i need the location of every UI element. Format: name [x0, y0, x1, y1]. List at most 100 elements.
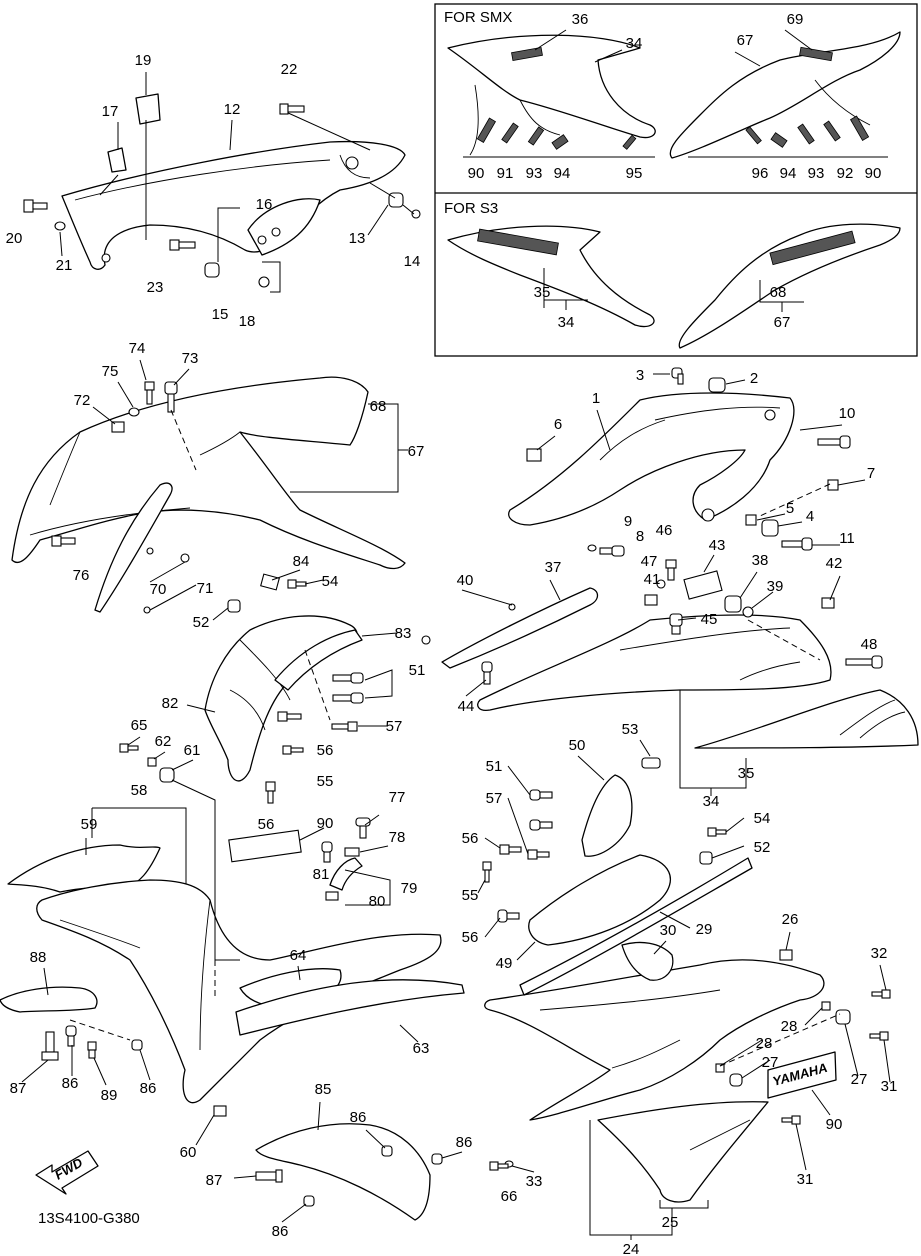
- part-callout-55: 55: [462, 887, 479, 904]
- clip-53: [641, 757, 661, 769]
- part-callout-14: 14: [404, 253, 421, 270]
- part-callout-67: 67: [737, 32, 754, 49]
- part-callout-30: 30: [660, 922, 677, 939]
- bolt-51: [332, 672, 364, 684]
- part-callout-26: 26: [782, 911, 799, 928]
- part-callout-57: 57: [386, 718, 403, 735]
- collar-39: [742, 606, 754, 618]
- smx-left-cover: [447, 34, 656, 139]
- screw-55: [282, 745, 304, 755]
- grommet-15: [204, 262, 220, 278]
- part-callout-16: 16: [256, 196, 273, 213]
- part-callout-22: 22: [281, 61, 298, 78]
- part-callout-40: 40: [457, 572, 474, 589]
- part-callout-70: 70: [150, 581, 167, 598]
- part-callout-86: 86: [272, 1223, 289, 1240]
- strip-63: [235, 979, 465, 1036]
- part-callout-90: 90: [826, 1116, 843, 1133]
- part-callout-46: 46: [656, 522, 673, 539]
- part-callout-89: 89: [101, 1087, 118, 1104]
- part-callout-94: 94: [780, 165, 797, 182]
- part-callout-10: 10: [839, 405, 856, 422]
- part-callout-78: 78: [389, 829, 406, 846]
- clip-26: [779, 949, 793, 961]
- part-callout-49: 49: [496, 955, 513, 972]
- rivet-86c: [381, 1145, 393, 1157]
- part-callout-57: 57: [486, 790, 503, 807]
- screw-66: [489, 1161, 509, 1171]
- lower-cowling-24: YAMAHA: [477, 739, 891, 1240]
- part-callout-94: 94: [554, 165, 571, 182]
- part-callout-18: 18: [239, 313, 256, 330]
- inner-panel-49: [528, 854, 671, 946]
- part-callout-95: 95: [626, 165, 643, 182]
- drawing-code: 13S4100-G380: [38, 1210, 140, 1227]
- part-callout-68: 68: [370, 398, 387, 415]
- label-90-small: [228, 829, 302, 863]
- variant-inset: FOR SMX FOR S3: [434, 3, 918, 357]
- part-callout-34: 34: [558, 314, 575, 331]
- side-cover-1: [508, 367, 866, 557]
- part-callout-82: 82: [162, 695, 179, 712]
- bolt-56c: [497, 909, 520, 923]
- part-callout-19: 19: [135, 52, 152, 69]
- part-callout-47: 47: [641, 553, 658, 570]
- screw-45: [669, 613, 683, 635]
- bolt-48: [845, 655, 883, 669]
- part-callout-20: 20: [6, 230, 23, 247]
- part-callout-72: 72: [74, 392, 91, 409]
- part-callout-87: 87: [10, 1080, 27, 1097]
- screw-77: [355, 817, 371, 839]
- bolt-56: [277, 711, 302, 722]
- part-callout-59: 59: [81, 816, 98, 833]
- part-callout-68: 68: [770, 284, 787, 301]
- washer-47: [656, 579, 666, 589]
- part-callout-60: 60: [180, 1144, 197, 1161]
- bolt-57b: [527, 849, 550, 860]
- screw-46: [665, 559, 677, 581]
- grommet-2: [708, 377, 726, 393]
- spacer-84: [260, 573, 280, 591]
- rivet-86d: [431, 1153, 443, 1165]
- part-callout-67: 67: [774, 314, 791, 331]
- bolt-10: [817, 435, 851, 449]
- part-callout-66: 66: [501, 1188, 518, 1205]
- part-callout-84: 84: [293, 553, 310, 570]
- part-callout-92: 92: [837, 165, 854, 182]
- bolt-11: [781, 537, 813, 551]
- washer-75: [128, 407, 140, 417]
- inner-panel-70: [94, 482, 173, 613]
- bracket-79: [329, 857, 363, 891]
- screw-3: [671, 367, 684, 385]
- cover-37: [441, 587, 599, 669]
- lower-side-panel-34: [421, 554, 919, 796]
- part-callout-9: 9: [624, 513, 632, 530]
- part-callout-53: 53: [622, 721, 639, 738]
- part-callout-52: 52: [193, 614, 210, 631]
- part-callout-56: 56: [462, 929, 479, 946]
- bolt-22: [279, 103, 305, 115]
- part-callout-29: 29: [696, 921, 713, 938]
- screw-55b: [482, 861, 492, 883]
- part-callout-86: 86: [456, 1134, 473, 1151]
- part-callout-69: 69: [787, 11, 804, 28]
- spacer-5: [745, 514, 757, 526]
- nut-52: [227, 599, 241, 613]
- part-callout-15: 15: [212, 306, 229, 323]
- bolt-8: [599, 545, 625, 557]
- part-callout-34: 34: [703, 793, 720, 810]
- variant-title-smx: FOR SMX: [444, 9, 512, 26]
- part-callout-6: 6: [554, 416, 562, 433]
- forward-arrow: FWD: [35, 1150, 99, 1195]
- grommet-61: [159, 767, 175, 783]
- part-callout-56: 56: [258, 816, 275, 833]
- s3-left-cover: [447, 225, 655, 328]
- part-callout-24: 24: [623, 1241, 640, 1256]
- bolt-65: [119, 743, 139, 753]
- damper-78: [344, 847, 360, 857]
- clip-6: [526, 448, 542, 462]
- part-callout-83: 83: [395, 625, 412, 642]
- part-callout-45: 45: [701, 611, 718, 628]
- decal-35-panel: [694, 689, 919, 749]
- lower-cowling-58: [0, 736, 465, 1223]
